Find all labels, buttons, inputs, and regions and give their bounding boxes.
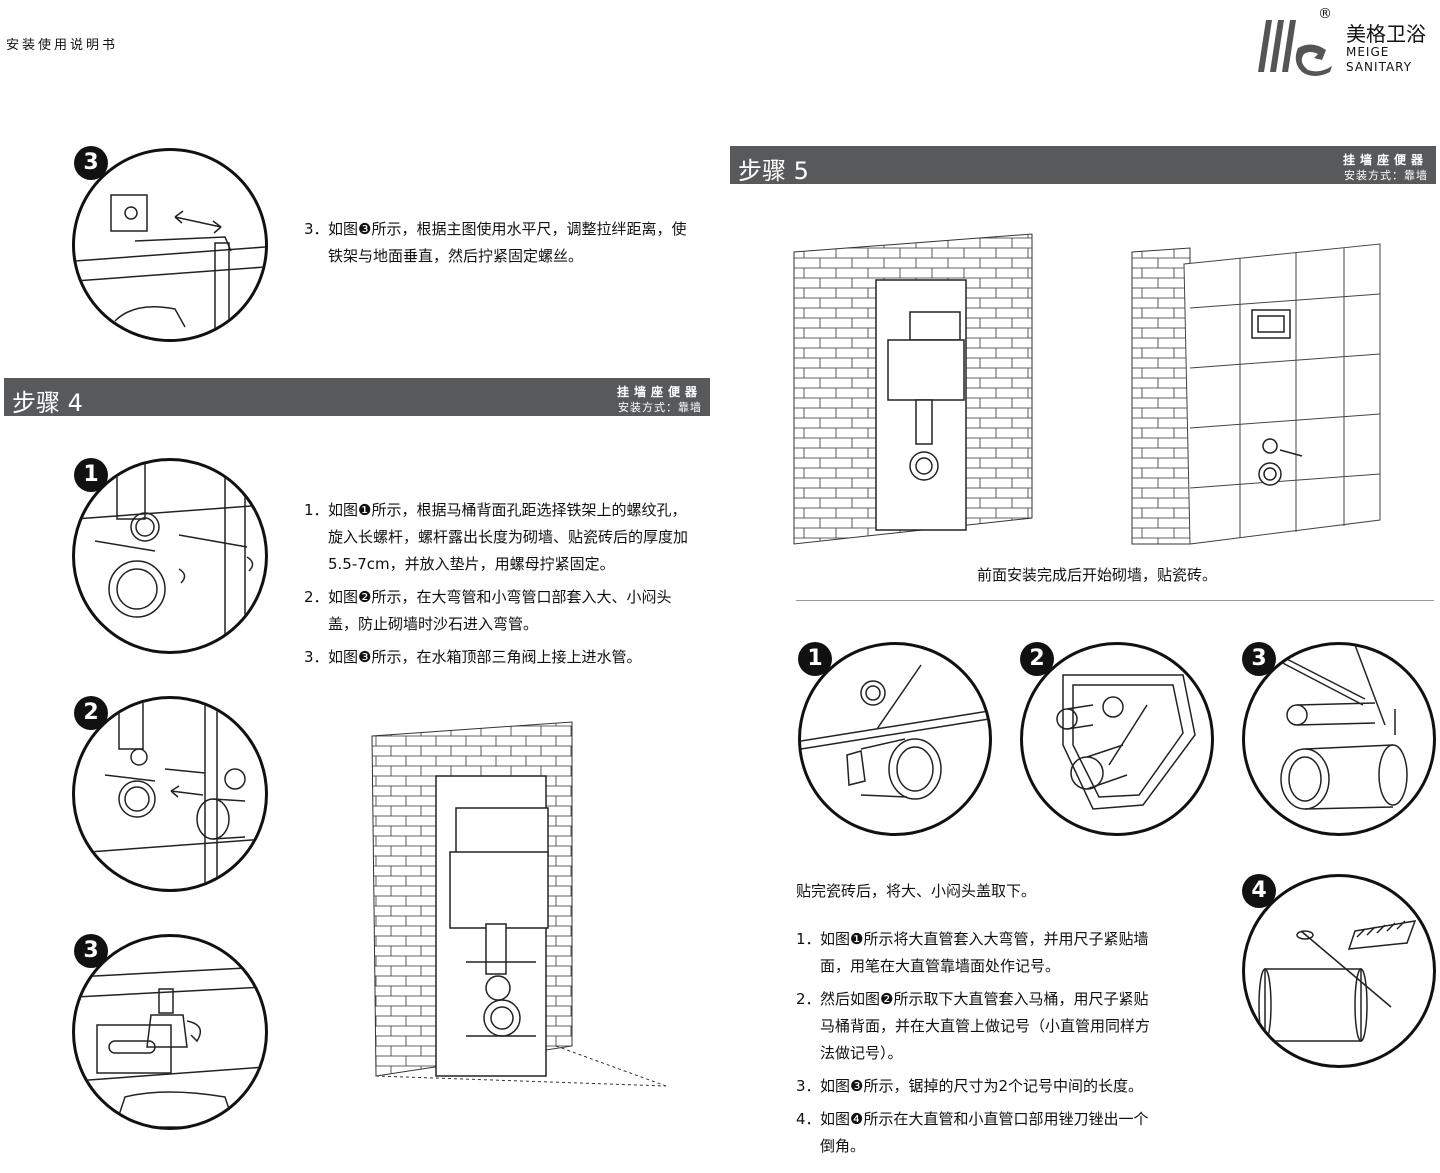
step3-detail-illustration xyxy=(72,148,268,342)
logo-name-cn: 美格卫浴 xyxy=(1346,22,1426,46)
step5-detail-illustration-3 xyxy=(1242,642,1436,836)
step5-wall-caption: 前面安装完成后开始砌墙，贴瓷砖。 xyxy=(977,566,1218,584)
step4-instruction-number: 3． xyxy=(304,648,329,666)
step4-badge-3: 3 xyxy=(74,934,108,968)
step5-instruction-number: 4． xyxy=(796,1110,821,1128)
step5-badge-2: 2 xyxy=(1020,642,1054,676)
step5-instruction-line: 如图❶所示将大直管套入大弯管，并用尺子紧贴墙 xyxy=(820,930,1149,948)
step3-instruction-line: 如图❸所示，根据主图使用水平尺，调整拉绊距离，使 xyxy=(328,220,687,238)
step4-instruction-1: 1．如图❶所示，根据马桶背面孔距选择铁架上的螺纹孔， 旋入长螺杆，螺杆露出长度为… xyxy=(304,497,724,578)
step4-header-bar: 步骤 4 挂墙座便器 安装方式：靠墙 xyxy=(4,378,710,417)
step3-badge: 3 xyxy=(74,146,108,180)
step5-header-bar: 步骤 5 挂墙座便器 安装方式：靠墙 xyxy=(730,146,1436,185)
step3-instruction-number: 3． xyxy=(304,220,329,238)
step5-badge-4: 4 xyxy=(1242,874,1276,908)
step5-instruction-3: 3．如图❸所示，锯掉的尺寸为2个记号中间的长度。 xyxy=(796,1073,1216,1100)
step5-instruction-line: 然后如图❷所示取下大直管套入马桶，用尺子紧贴 xyxy=(820,990,1149,1008)
step5-instruction-2: 2．然后如图❷所示取下大直管套入马桶，用尺子紧贴 马桶背面，并在大直管上做记号（… xyxy=(796,986,1216,1067)
step5-instruction-line: 马桶背面，并在大直管上做记号（小直管用同样方 xyxy=(820,1017,1151,1035)
step4-badge-2: 2 xyxy=(74,696,108,730)
step5-title: 步骤 5 xyxy=(738,157,809,185)
step5-instruction-number: 3． xyxy=(796,1077,821,1095)
step5-brick-wall-illustration xyxy=(792,228,1042,548)
step5-instruction-number: 2． xyxy=(796,990,821,1008)
step5-instructions: 1．如图❶所示将大直管套入大弯管，并用尺子紧贴墙 面，用笔在大直管靠墙面处作记号… xyxy=(796,926,1216,1160)
step5-tiled-wall-illustration xyxy=(1130,228,1390,548)
step5-detail-illustration-1 xyxy=(798,642,992,836)
step4-instruction-line: 如图❸所示，在水箱顶部三角阀上接上进水管。 xyxy=(328,648,642,666)
step5-instruction-line: 倒角。 xyxy=(820,1137,866,1155)
step5-instruction-line: 如图❹所示在大直管和小直管口部用锉刀锉出一个 xyxy=(820,1110,1149,1128)
step5-instruction-line: 法做记号）。 xyxy=(820,1044,903,1062)
document-title: 安装使用说明书 xyxy=(6,38,119,53)
step5-instruction-1: 1．如图❶所示将大直管套入大弯管，并用尺子紧贴墙 面，用笔在大直管靠墙面处作记号… xyxy=(796,926,1216,980)
step4-title: 步骤 4 xyxy=(12,389,83,417)
step4-badge-1: 1 xyxy=(74,458,108,492)
step4-instruction-3: 3．如图❸所示，在水箱顶部三角阀上接上进水管。 xyxy=(304,644,724,671)
logo-registered-mark: ® xyxy=(1318,6,1332,22)
step4-instruction-number: 2． xyxy=(304,588,329,606)
step4-method-label: 安装方式：靠墙 xyxy=(618,401,702,414)
step4-detail-illustration-3 xyxy=(72,934,268,1130)
step5-category-label: 挂墙座便器 xyxy=(1342,153,1428,167)
step4-instructions: 1．如图❶所示，根据马桶背面孔距选择铁架上的螺纹孔， 旋入长螺杆，螺杆露出长度为… xyxy=(304,497,724,671)
step5-instruction-line: 如图❸所示，锯掉的尺寸为2个记号中间的长度。 xyxy=(820,1077,1143,1095)
step4-instruction-line: 盖，防止砌墙时沙石进入弯管。 xyxy=(328,615,539,633)
step5-detail-illustration-4 xyxy=(1242,874,1436,1068)
step3-instruction: 3．如图❸所示，根据主图使用水平尺，调整拉绊距离，使 铁架与地面垂直，然后拧紧固… xyxy=(304,216,724,270)
step5-intro: 贴完瓷砖后，将大、小闷头盖取下。 xyxy=(796,882,1037,900)
step4-frame-illustration xyxy=(366,716,676,1114)
logo-name-en-1: MEIGE xyxy=(1346,45,1390,59)
step5-badge-3: 3 xyxy=(1242,642,1276,676)
logo-name-en-2: SANITARY xyxy=(1346,60,1413,74)
step3-instruction-line: 铁架与地面垂直，然后拧紧固定螺丝。 xyxy=(328,247,584,265)
step5-instruction-number: 1． xyxy=(796,930,821,948)
step5-divider xyxy=(796,600,1434,601)
step4-instruction-2: 2．如图❷所示，在大弯管和小弯管口部套入大、小闷头 盖，防止砌墙时沙石进入弯管。 xyxy=(304,584,724,638)
step4-detail-illustration-2 xyxy=(72,696,268,892)
step4-instruction-line: 如图❶所示，根据马桶背面孔距选择铁架上的螺纹孔， xyxy=(328,501,687,519)
step4-instruction-line: 旋入长螺杆，螺杆露出长度为砌墙、贴瓷砖后的厚度加 xyxy=(328,528,689,546)
step4-category-label: 挂墙座便器 xyxy=(616,385,702,399)
step5-badge-1: 1 xyxy=(798,642,832,676)
step4-instruction-line: 如图❷所示，在大弯管和小弯管口部套入大、小闷头 xyxy=(328,588,672,606)
step4-instruction-number: 1． xyxy=(304,501,329,519)
step5-method-label: 安装方式：靠墙 xyxy=(1344,169,1428,182)
step4-detail-illustration-1 xyxy=(72,458,268,654)
step5-detail-illustration-2 xyxy=(1020,642,1214,836)
step5-instruction-line: 面，用笔在大直管靠墙面处作记号。 xyxy=(820,957,1061,975)
step4-instruction-line: 5.5-7cm，并放入垫片，用螺母拧紧固定。 xyxy=(328,555,615,573)
step5-instruction-4: 4．如图❹所示在大直管和小直管口部用锉刀锉出一个 倒角。 xyxy=(796,1106,1216,1160)
brand-logo: ® 美格卫浴 MEIGE SANITARY xyxy=(1252,6,1438,80)
logo-mark-icon xyxy=(1258,20,1332,76)
